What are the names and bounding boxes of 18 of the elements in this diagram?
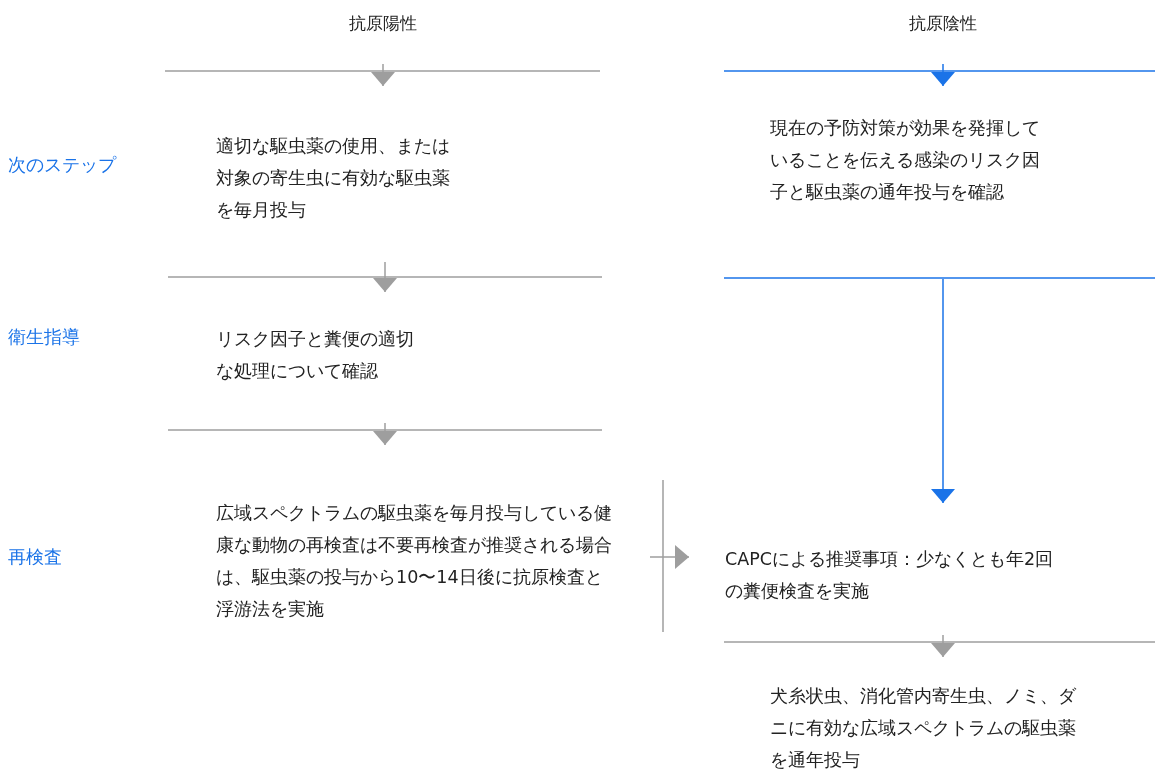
arrow [931, 634, 955, 658]
column-header: 抗原陽性 [349, 12, 417, 35]
arrow [931, 63, 955, 87]
step-text: CAPCによる推奨事項：少なくとも年2回の糞便検査を実施 [725, 548, 1055, 603]
arrow [371, 63, 395, 87]
step-text: 犬糸状虫、消化管内寄生虫、ノミ、ダニに有効な広域スペクトラムの駆虫薬を通年投与 [770, 685, 1077, 772]
step-text: リスク因子と糞便の適切な処理について確認 [216, 328, 415, 383]
arrow [373, 422, 397, 446]
step-text: 広域スペクトラムの駆虫薬を毎月投与している健康な動物の再検査は不要再検査が推奨される場合は、駆虫薬の投与から10〜14日後に抗原検査と浮游法を実施 [216, 502, 613, 621]
step-text: 適切な駆虫薬の使用、または対象の寄生虫に有効な駆虫薬を毎月投与 [216, 135, 451, 222]
arrow [649, 545, 690, 569]
step-text: 現在の予防対策が効果を発揮していることを伝える感染のリスク因子と駆虫薬の通年投与を確認 [770, 117, 1041, 204]
column-header: 抗原陰性 [909, 12, 977, 35]
arrow [373, 261, 397, 293]
row-label: 再検査 [8, 545, 62, 569]
row-label: 衛生指導 [8, 325, 80, 349]
arrow [931, 278, 955, 504]
row-label: 次のステップ [8, 153, 116, 177]
